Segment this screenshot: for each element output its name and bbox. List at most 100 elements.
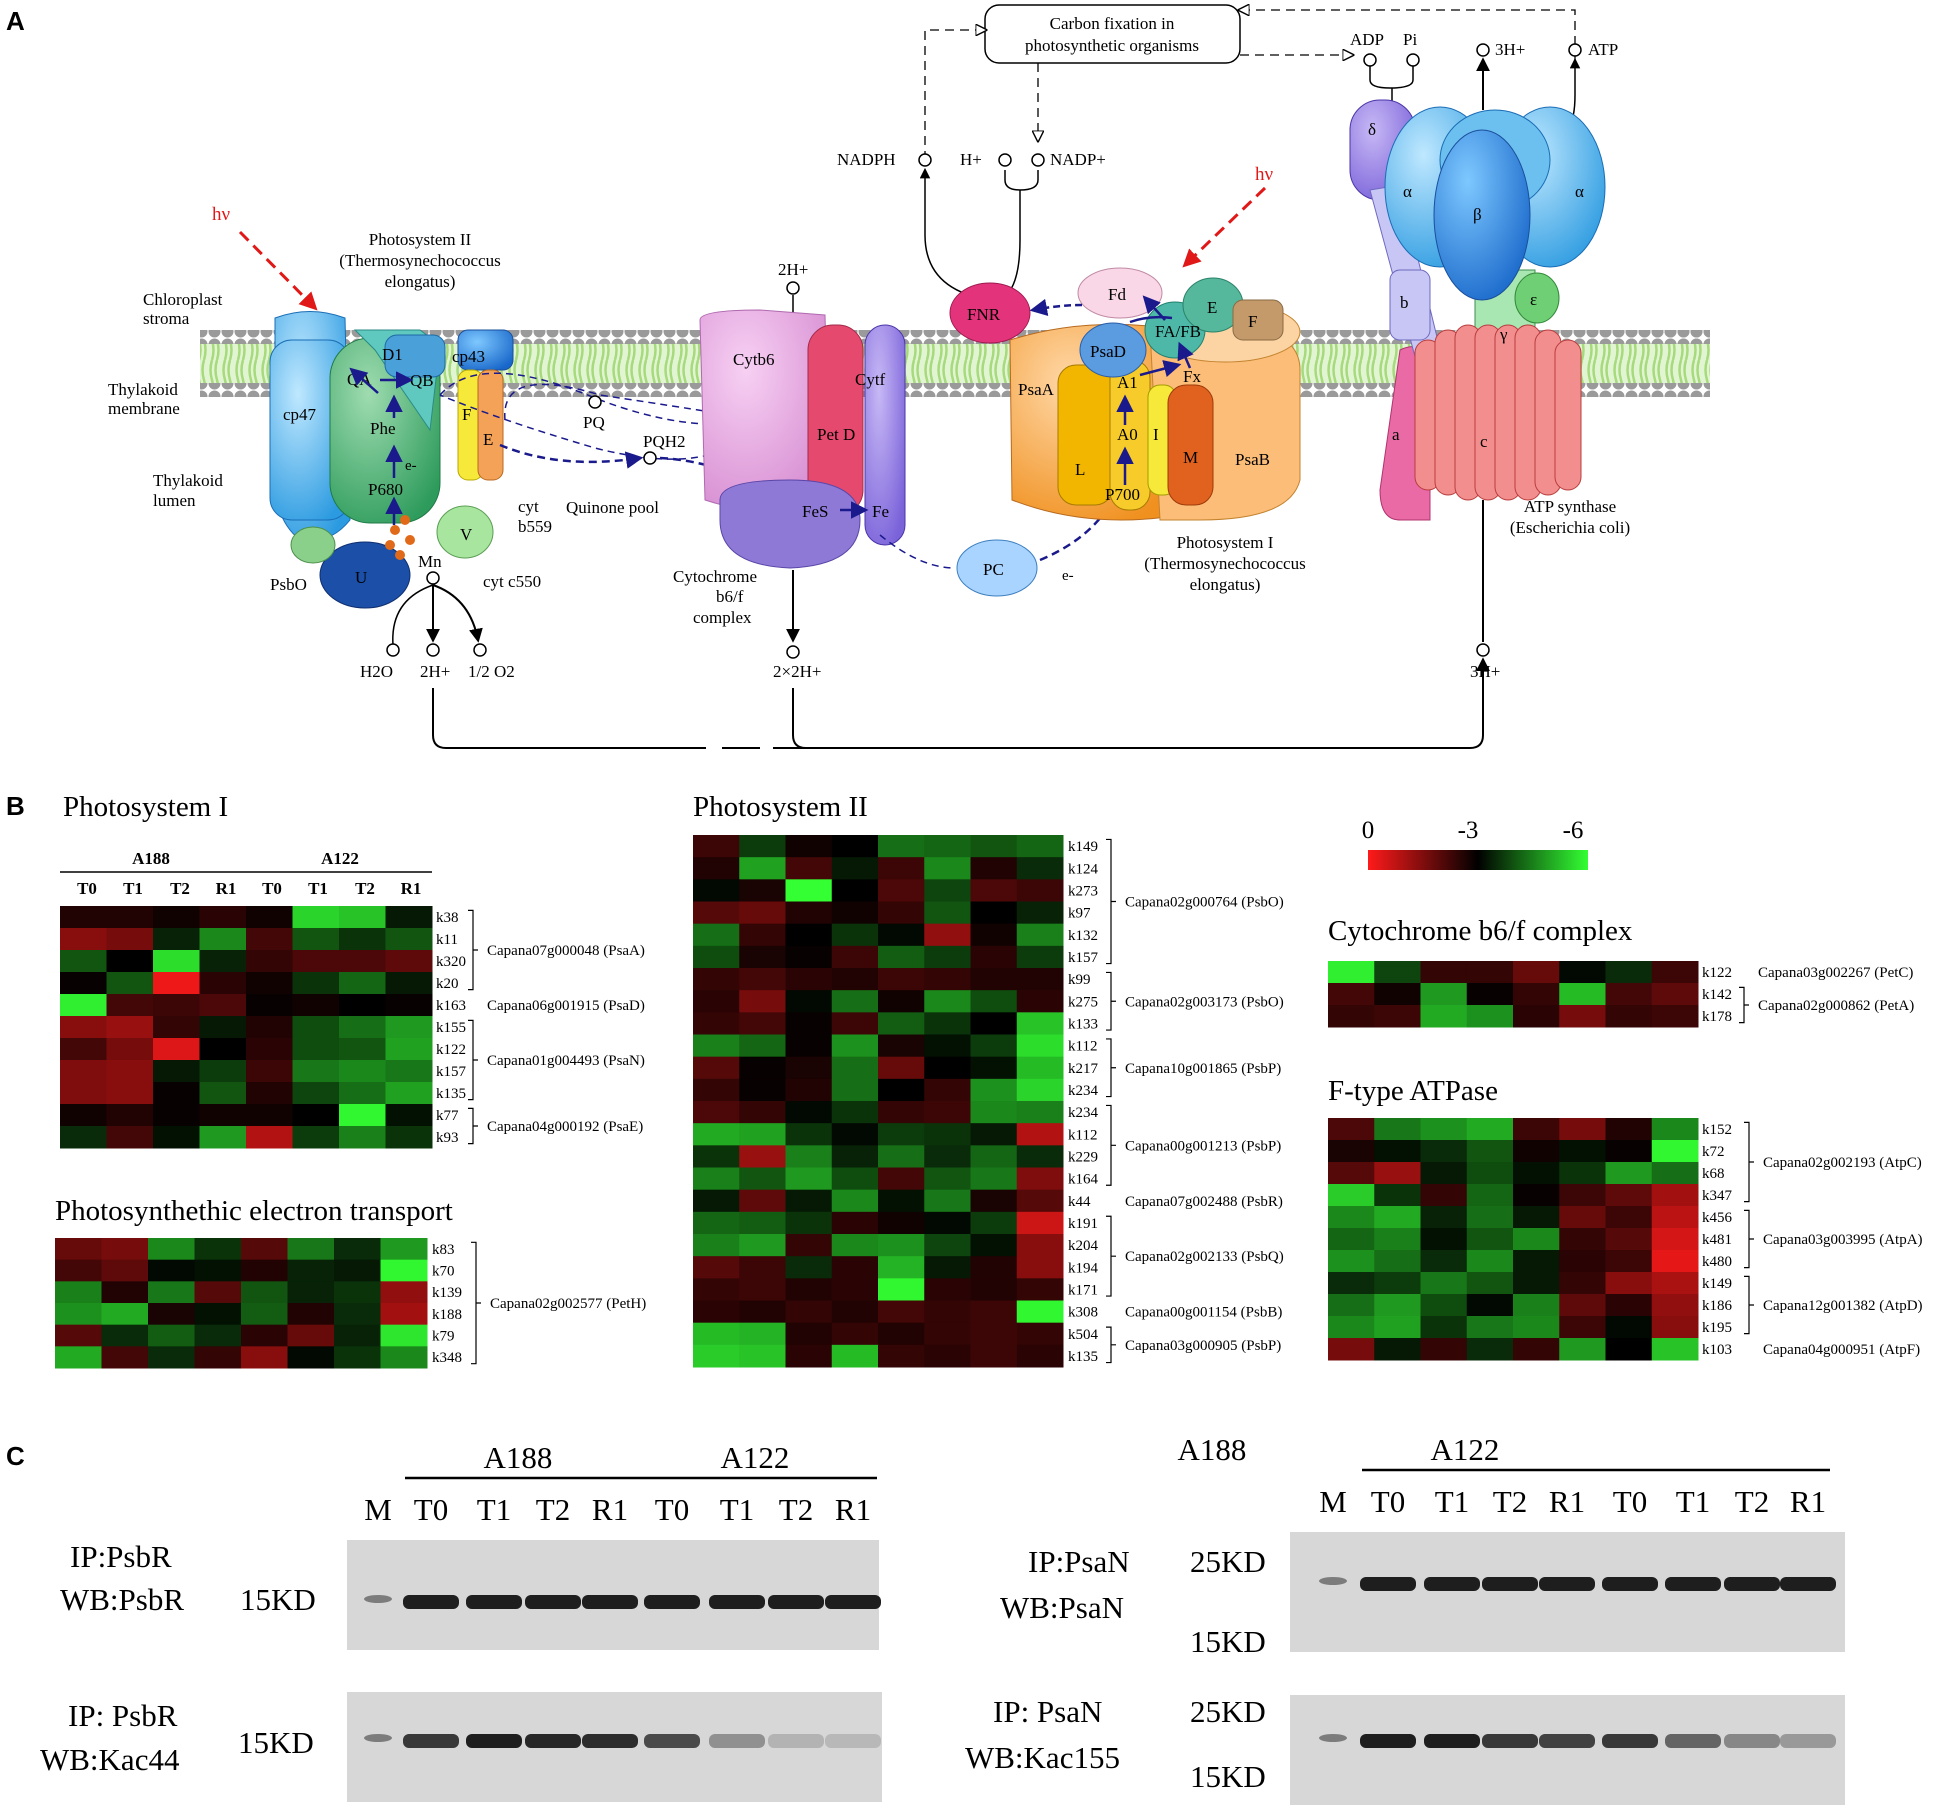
heatmap-cell <box>878 901 925 925</box>
heatmap-cell <box>831 879 879 902</box>
heatmap-row-label: k97 <box>1068 906 1091 922</box>
svg-text:Thylakoid: Thylakoid <box>108 380 178 399</box>
heatmap-cell <box>55 1346 102 1369</box>
heatmap-cell <box>924 901 971 925</box>
heatmap-cell <box>970 1101 1018 1124</box>
heatmap-row-label: k504 <box>1068 1327 1099 1343</box>
heatmap-row-label: k191 <box>1068 1216 1098 1232</box>
heatmap-cell <box>831 1034 879 1058</box>
heatmap-cell <box>1420 1228 1468 1251</box>
heatmap-cell <box>693 1123 740 1146</box>
heatmap-cell <box>55 1281 102 1304</box>
svg-text:complex: complex <box>693 608 752 627</box>
heatmap-cell <box>970 1189 1018 1213</box>
heatmap-cell <box>1016 1034 1064 1058</box>
heatmap-cell <box>1016 945 1064 969</box>
blot-band <box>1665 1577 1721 1591</box>
heatmap-cell <box>106 1038 154 1061</box>
heatmap-cell <box>241 1346 288 1369</box>
heatmap-cell <box>785 968 833 991</box>
svg-text:elongatus): elongatus) <box>1190 575 1261 594</box>
heatmap-cell <box>878 1234 925 1257</box>
svg-text:cp47: cp47 <box>283 405 317 424</box>
heatmap-cell <box>1559 1250 1606 1273</box>
heatmap-cell <box>878 1256 925 1279</box>
heatmap-row-label: k155 <box>436 1020 466 1036</box>
svg-text:E: E <box>1207 298 1217 317</box>
psi-heatmap-title: Photosystem I <box>63 791 228 823</box>
region-labels: Chloroplast stroma Thylakoid membrane Th… <box>108 230 501 510</box>
photosystem-i-complex: FNR Fd PsaD FA/FB E F PsaA A1 Fx L A0 I … <box>949 267 1306 594</box>
heatmap-row-label: k217 <box>1068 1061 1099 1077</box>
heatmap-cell <box>970 1167 1018 1191</box>
heatmap-cell <box>241 1281 288 1304</box>
heatmap-cell <box>380 1324 428 1347</box>
gene-label: Capana07g002488 (PsbR) <box>1125 1194 1283 1210</box>
heatmap-cell <box>739 1234 786 1257</box>
heatmap-row-label: k163 <box>436 998 466 1014</box>
heatmap-cell <box>385 972 433 995</box>
heatmap-cell <box>785 1300 833 1324</box>
heatmap-cell <box>55 1238 102 1261</box>
col-label: T0 <box>262 879 282 898</box>
heatmap-cell <box>1016 990 1064 1013</box>
heatmap-cell <box>199 950 247 973</box>
heatmap-row-label: k133 <box>1068 1016 1098 1032</box>
heatmap-cell <box>60 906 107 929</box>
heatmap-row-label: k195 <box>1702 1320 1732 1336</box>
svg-text:Pet D: Pet D <box>817 425 855 444</box>
heatmap-cell <box>1513 1206 1560 1229</box>
heatmap-cell <box>246 994 293 1017</box>
nadp-reduction-lines <box>919 167 1039 301</box>
heatmap-cell <box>785 1056 833 1080</box>
svg-text:PsaB: PsaB <box>1235 450 1270 469</box>
heatmap-cell <box>1328 961 1375 984</box>
heatmap-cell <box>246 928 293 951</box>
heatmap-cell <box>924 1344 971 1368</box>
heatmap-cell <box>1328 1294 1375 1317</box>
blot-band <box>1360 1577 1416 1591</box>
heatmap-cell <box>831 1322 879 1346</box>
heatmap-cell <box>334 1238 381 1261</box>
gene-bracket <box>1744 1275 1754 1335</box>
gene-label: Capana06g001915 (PsaD) <box>487 998 645 1014</box>
heatmap-cell <box>148 1324 195 1347</box>
heatmap-cell <box>1605 1228 1653 1251</box>
heatmap-cell <box>1559 1294 1606 1317</box>
marker-band <box>364 1595 392 1603</box>
heatmap-row-label: k186 <box>1702 1298 1733 1314</box>
heatmap-cell <box>246 906 293 929</box>
heatmap-row-label: k112 <box>1068 1127 1097 1143</box>
heatmap-cell <box>785 923 833 947</box>
blot-psbr-psbr <box>347 1540 881 1650</box>
gene-label: Capana02g003173 (PsbO) <box>1125 994 1284 1010</box>
heatmap-row-label: k348 <box>432 1350 462 1366</box>
heatmap-cell <box>693 1300 740 1324</box>
blot-band <box>644 1595 700 1609</box>
heatmap-cell <box>246 1038 293 1061</box>
heatmap-cell <box>878 1322 925 1346</box>
marker-band <box>1319 1577 1347 1585</box>
heatmap-cell <box>924 1123 971 1146</box>
heatmap-cell <box>1651 1206 1699 1229</box>
heatmap-cell <box>1016 1078 1064 1102</box>
svg-text:QB: QB <box>410 371 434 390</box>
blot-col: T2 <box>1493 1484 1527 1519</box>
heatmap-cell <box>693 1322 740 1346</box>
heatmap-cell <box>385 1016 433 1039</box>
psii-heatmap-title: Photosystem II <box>693 791 868 823</box>
heatmap-row-label: k142 <box>1702 987 1732 1003</box>
heatmap-cell <box>1374 1140 1421 1163</box>
col-label: T2 <box>355 879 375 898</box>
gene-bracket <box>1106 1104 1116 1186</box>
heatmap-cell <box>878 945 925 969</box>
blot-band <box>582 1595 638 1609</box>
heatmap-cell <box>287 1281 335 1304</box>
heatmap-cell <box>385 950 433 973</box>
svg-text:FA/FB: FA/FB <box>1155 322 1201 341</box>
svg-text:A0: A0 <box>1117 425 1138 444</box>
blot-marker-label: 15KD <box>240 1582 316 1617</box>
blot-marker-label: 15KD <box>238 1725 314 1760</box>
proton-gradient-line <box>432 688 1484 749</box>
